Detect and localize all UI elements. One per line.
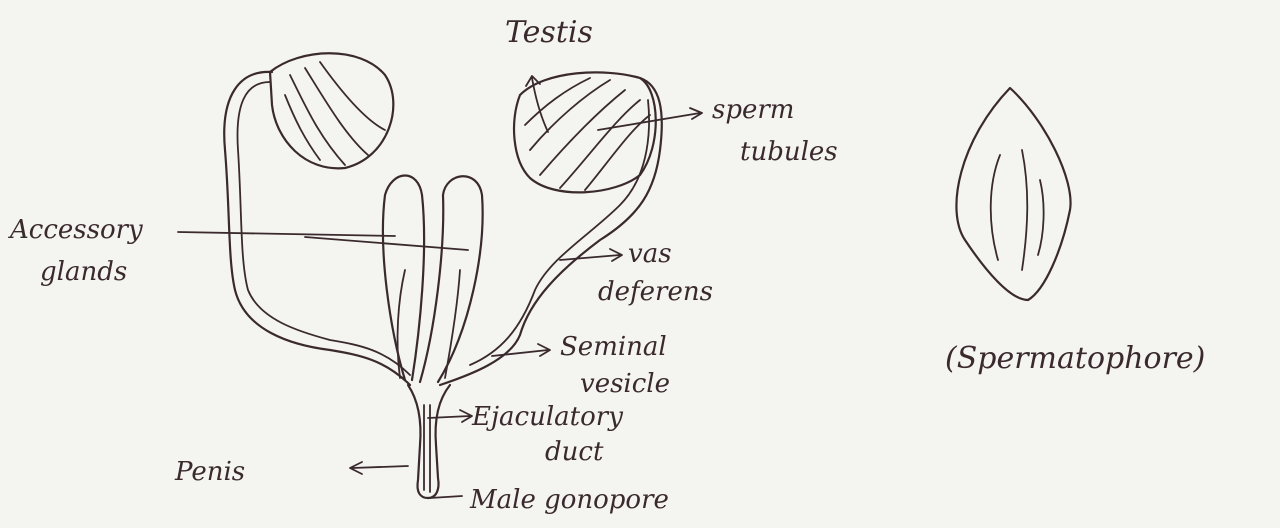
label-duct: duct	[545, 437, 604, 467]
label-accessory: Accessory	[8, 215, 143, 245]
spermatophore	[956, 88, 1070, 300]
ejaculatory-duct-pointer	[428, 410, 472, 422]
label-penis: Penis	[174, 457, 245, 487]
penis-pointer	[350, 462, 408, 474]
accessory-pointer-1	[178, 232, 395, 236]
right-vas-inner	[470, 100, 649, 365]
label-testis: Testis	[505, 15, 593, 50]
label-vas: vas	[628, 239, 672, 269]
vas-deferens-pointer	[560, 249, 622, 261]
left-testis	[270, 53, 393, 168]
accessory-glands	[383, 175, 483, 382]
ejaculatory-duct	[408, 385, 450, 498]
label-deferens: deferens	[598, 277, 713, 307]
label-tubules: tubules	[740, 137, 838, 167]
label-seminal: Seminal	[560, 332, 667, 362]
label-sperm: sperm	[712, 95, 794, 125]
sperm-tubules-pointer	[598, 108, 702, 130]
label-spermatophore: (Spermatophore)	[945, 341, 1205, 376]
label-gonopore: Male gonopore	[469, 485, 669, 515]
label-ejaculatory: Ejaculatory	[471, 402, 623, 432]
left-vas-inner	[237, 82, 410, 375]
right-testis	[514, 72, 656, 192]
label-glands: glands	[40, 257, 127, 287]
label-vesicle: vesicle	[580, 369, 670, 399]
